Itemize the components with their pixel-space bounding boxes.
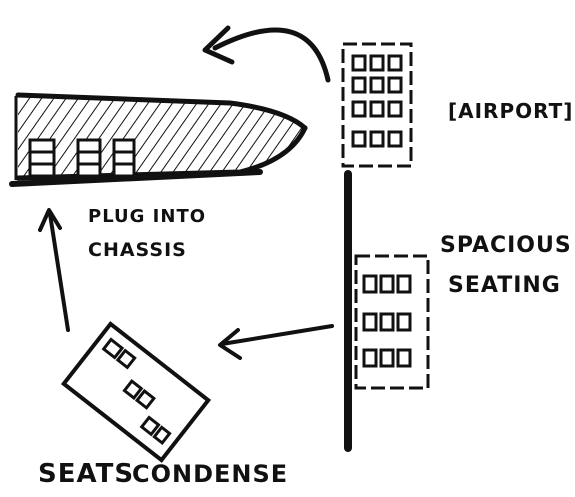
chassis-hull: [12, 95, 305, 184]
plug-label-line1: PLUG INTO: [88, 206, 206, 227]
seats-label: SEATS: [38, 459, 134, 489]
condensed-seat-module: [64, 324, 209, 460]
seating-unit: [356, 256, 428, 388]
chassis-slot: [30, 140, 54, 176]
curved-arrow: [215, 30, 328, 80]
spacious-label-line1: SPACIOUS: [440, 233, 572, 258]
plug-label-line2: CHASSIS: [88, 239, 187, 261]
up-arrow: [50, 214, 68, 330]
condense-label: CONDENSE: [132, 460, 288, 488]
chassis-slot: [114, 140, 134, 176]
airport-building: [343, 44, 411, 166]
spacious-label-line2: SEATING: [448, 273, 561, 298]
airport-label: [AIRPORT]: [448, 99, 573, 123]
chassis-slot: [78, 140, 100, 176]
